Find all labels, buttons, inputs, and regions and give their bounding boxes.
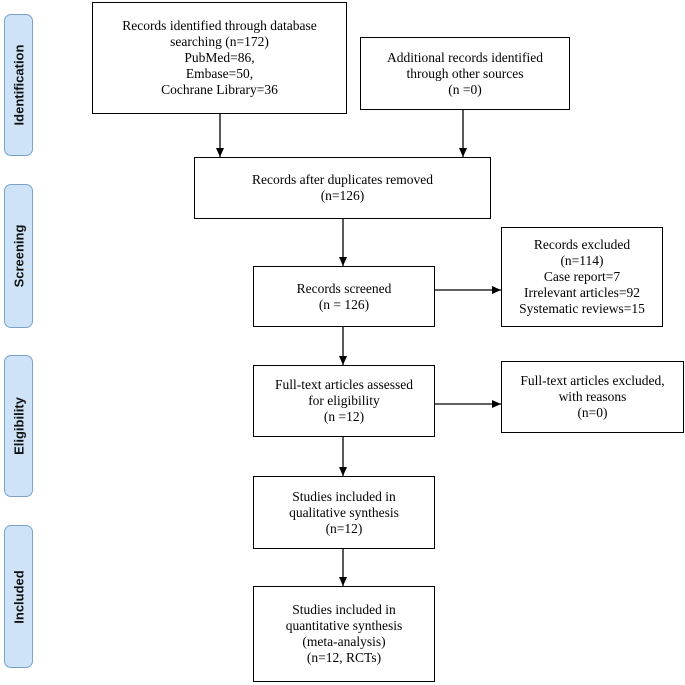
box-text-line: Embase=50, [185, 66, 254, 81]
fulltext-excluded-box: Full-text articles excluded, with reason… [501, 361, 684, 433]
box-text-line: Records excluded [533, 237, 631, 252]
box-text-line: (n =0) [448, 81, 482, 97]
box-text-line: PubMed=86, [184, 50, 255, 65]
box-text-line: quantitative synthesis [285, 618, 403, 633]
box-text-line: Full-text articles assessed [275, 377, 413, 392]
box-text-line: Records identified through database [122, 18, 317, 33]
box-text-line: through other sources [406, 65, 524, 81]
box-text-line: Additional records identified [387, 49, 543, 65]
box-text-line: Full-text articles excluded, [520, 373, 665, 388]
box-text-line: Records screened [296, 280, 392, 296]
box-text-line: Cochrane Library=36 [161, 82, 278, 97]
box-text-line: (n =12) [323, 409, 365, 424]
stage-identification: Identification [4, 14, 33, 156]
records-screened-box: Records screened (n = 126) [253, 266, 435, 327]
box-text-line: (meta-analysis) [302, 634, 386, 649]
box-text-line: searching (n=172) [170, 34, 269, 49]
fulltext-assessed-box: Full-text articles assessed for eligibil… [253, 365, 435, 437]
qualitative-synthesis-box: Studies included in qualitative synthesi… [253, 476, 435, 549]
quantitative-synthesis-box: Studies included in quantitative synthes… [253, 586, 435, 682]
box-text-line: Records after duplicates removed [251, 172, 434, 187]
box-text-line: (n=126) [320, 188, 365, 203]
box-text-line: (n = 126) [318, 296, 370, 312]
box-text-line: (n=12) [325, 520, 363, 536]
box-text-line: (n=0) [577, 405, 608, 420]
box-text-line: (n=12, RCTs) [306, 650, 382, 665]
box-text-line: Case report=7 [543, 269, 621, 284]
box-text-line: Studies included in [292, 488, 396, 504]
box-text-line: Studies included in [292, 602, 396, 617]
records-after-duplicates-box: Records after duplicates removed (n=126) [194, 157, 491, 219]
box-text-line: Systematic reviews=15 [519, 301, 645, 316]
records-identified-database-box: Records identified through database sear… [92, 2, 347, 114]
stage-screening: Screening [4, 184, 33, 328]
box-text-line: qualitative synthesis [289, 504, 399, 520]
box-text-line: with reasons [558, 389, 627, 404]
records-excluded-box: Records excluded (n=114) Case report=7 I… [501, 227, 663, 327]
stage-included: Included [4, 525, 33, 668]
stage-eligibility: Eligibility [4, 355, 33, 497]
box-text-line: Irrelevant articles=92 [524, 285, 640, 300]
box-text-line: (n=114) [560, 253, 604, 268]
records-identified-other-box: Additional records identified through ot… [360, 37, 570, 110]
box-text-line: for eligibility [308, 393, 380, 408]
